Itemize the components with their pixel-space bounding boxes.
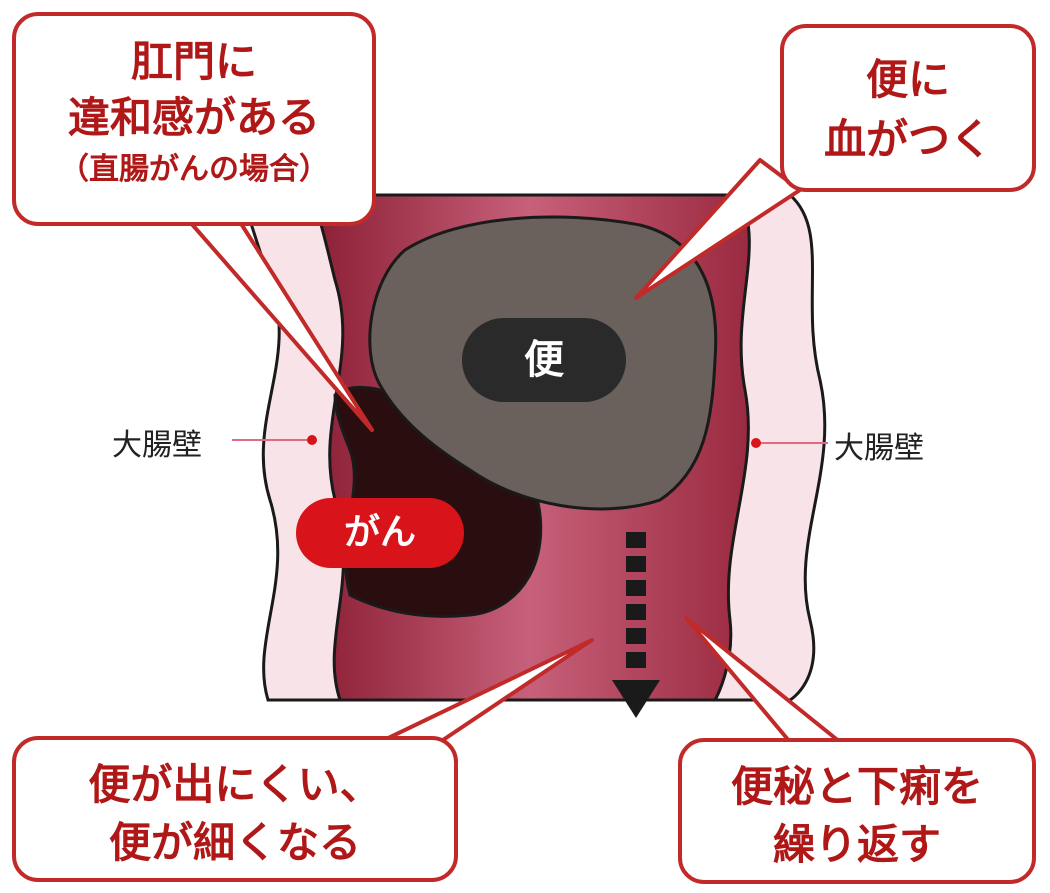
callout-anal-discomfort: 肛門に 違和感がある （直腸がんの場合） (12, 12, 376, 226)
wall-right-dot (751, 438, 761, 448)
callout-pointer-blood (634, 158, 802, 300)
callout-blood-in-stool: 便に 血がつく (780, 24, 1036, 192)
callout-hard-line2: 便が細くなる (108, 818, 361, 867)
callout-blood-line1: 便に (865, 55, 950, 104)
callout-anal-line2: 違和感がある (67, 93, 320, 142)
label-cancer: がん (296, 498, 464, 568)
callout-anal-line3: （直腸がんの場合） (59, 152, 329, 187)
wall-left-dot (307, 435, 317, 445)
label-wall-left: 大腸壁 (112, 428, 202, 463)
callout-constip-line1: 便秘と下痢を (730, 762, 983, 811)
callout-constipation-diarrhea: 便秘と下痢を 繰り返す (678, 738, 1036, 884)
callout-hard-line1: 便が出にくい、 (88, 760, 382, 809)
callout-anal-line1: 肛門に (130, 37, 257, 86)
callout-blood-line2: 血がつく (823, 115, 992, 164)
stool-flow-arrow (612, 532, 660, 718)
callout-hard-to-pass: 便が出にくい、 便が細くなる (12, 736, 458, 882)
label-stool: 便 (462, 318, 626, 402)
label-wall-right: 大腸壁 (834, 431, 924, 466)
callout-constip-line2: 繰り返す (772, 820, 941, 869)
